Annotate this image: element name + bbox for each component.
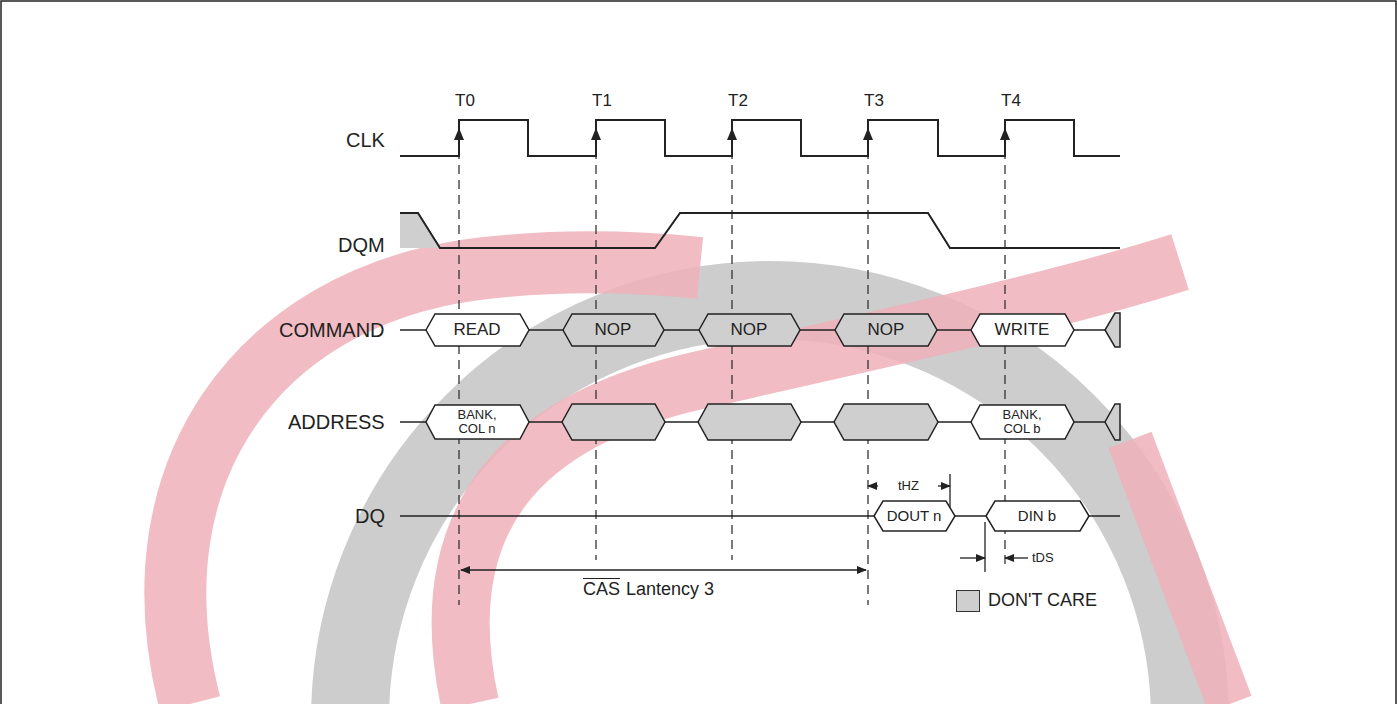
hexagon-shape [426,314,529,346]
timing-arrow [1005,557,1028,558]
signal-name: CLK [346,129,385,151]
rising-edge-arrow [454,128,1010,140]
box-text-group: DOUT n [887,508,942,524]
dont-care-fill [400,213,440,248]
legend-swatch [956,590,980,612]
latency-arrow [461,569,866,570]
timing-parameter: tDS [1032,551,1054,565]
hexagon-shape [971,405,1074,439]
box-label: WRITE [995,321,1050,339]
box-text-group: BANK, COL n [446,408,508,435]
box-label: DIN b [1018,508,1056,524]
timing-parameter: tHZ [896,479,921,493]
watermark [175,262,1230,704]
dqm-waveform [400,213,1120,248]
timing-arrow [938,485,950,486]
box-label: DOUT n [887,508,942,524]
timing-arrow [868,485,878,486]
signal-name: COMMAND [279,319,385,341]
clock-cycle-label: T3 [864,92,884,111]
address-box: BANK, COL b [970,404,1075,440]
hexagon-shape [699,314,800,346]
timing-arrow [960,557,985,558]
clock-waveform [400,120,1120,156]
timing-marker [984,522,985,572]
clock-cycle-label: T1 [592,92,612,111]
box-text-group: NOP [595,321,632,339]
command-box: WRITE [970,313,1075,347]
hexagon-shape [835,314,937,346]
hexagon-shape [426,405,529,439]
dont-care-bus [562,313,1120,440]
box-label: NOP [868,321,905,339]
clock-cycle-label: T4 [1001,92,1021,111]
box-text-group: NOP [868,321,905,339]
box-text-group: NOP [731,321,768,339]
clock-reference-line [459,135,1005,605]
box-text-group: READ [453,321,500,339]
address-box: BANK, COL n [425,404,530,440]
latency-label: CAS [583,580,620,600]
box-text-group: BANK, COL b [991,408,1053,435]
clock-cycle-label: T2 [728,92,748,111]
hexagon-shape [971,314,1074,346]
hexagon-shape [986,501,1089,531]
command-box: READ [425,313,530,347]
box-label: READ [453,321,500,339]
box-label: NOP [595,321,632,339]
box-label: BANK, COL n [446,408,508,435]
box-label: BANK, COL b [991,408,1053,435]
box-text-group: WRITE [995,321,1050,339]
data-box: DIN b [985,500,1090,532]
hexagon-shape [563,314,664,346]
latency-label: Lantency 3 [626,580,714,600]
data-box: DOUT n [873,500,956,532]
command-box: NOP [834,313,938,347]
command-box: NOP [698,313,801,347]
signal-name: DQ [355,505,385,527]
signal-name: ADDRESS [288,411,385,433]
signal-name: DQM [338,234,385,256]
legend-text: DON'T CARE [988,591,1097,611]
box-text-group: DIN b [1018,508,1056,524]
box-label: NOP [731,321,768,339]
command-box: NOP [562,313,665,347]
hexagon-shape [874,501,955,531]
clock-cycle-label: T0 [455,92,475,111]
